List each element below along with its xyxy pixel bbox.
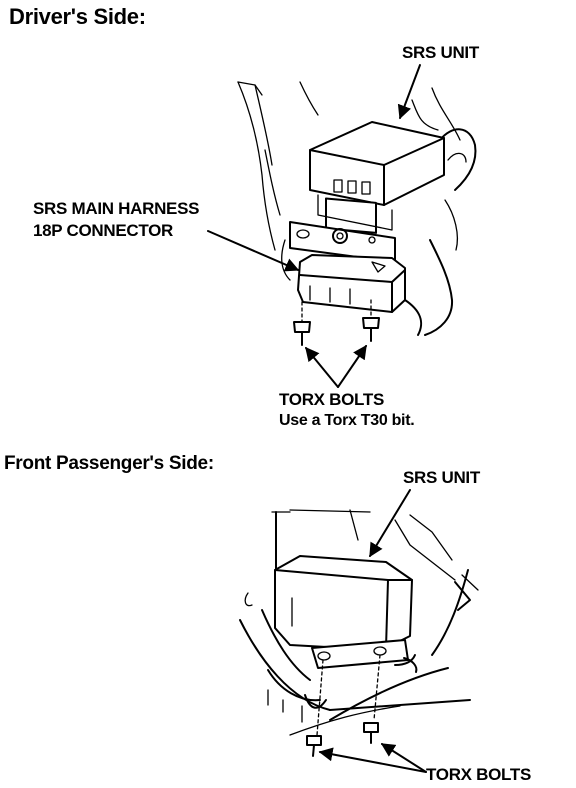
drivers-torx-arrow-right <box>337 344 367 388</box>
passenger-srs-unit-label: SRS UNIT <box>403 468 480 487</box>
drivers-torx-bolt-right <box>362 299 380 342</box>
passenger-srs-unit <box>274 555 413 651</box>
passenger-srs-unit-arrow <box>369 489 411 558</box>
passenger-mounting-bracket <box>311 639 418 673</box>
drivers-side-heading: Driver's Side: <box>9 4 146 29</box>
harness-label-line2: 18P CONNECTOR <box>33 221 174 240</box>
harness-connector-arrow <box>207 230 300 272</box>
passenger-torx-bolt-right <box>363 654 381 744</box>
passenger-torx-bolt-left <box>306 659 324 757</box>
passenger-vehicle-structure <box>239 509 479 736</box>
harness-label-line1: SRS MAIN HARNESS <box>33 199 200 218</box>
passenger-side-heading: Front Passenger's Side: <box>4 453 214 474</box>
drivers-torx-bolt-left <box>293 301 311 346</box>
srs-main-harness-connector <box>297 254 406 313</box>
drivers-srs-unit-label: SRS UNIT <box>402 43 479 62</box>
passenger-torx-arrow-left <box>318 747 427 773</box>
drivers-srs-unit-arrow <box>397 64 421 120</box>
drivers-vehicle-structure <box>237 81 477 336</box>
drivers-torx-arrow-left <box>305 346 339 388</box>
passenger-side-illustration <box>239 489 479 773</box>
passenger-torx-arrow-right <box>380 743 427 773</box>
torx-bit-note: Use a Torx T30 bit. <box>279 412 415 429</box>
drivers-side-illustration <box>207 64 477 388</box>
passenger-torx-bolts-label: TORX BOLTS <box>426 765 531 784</box>
drivers-torx-bolts-label: TORX BOLTS <box>279 390 384 409</box>
drivers-srs-unit <box>309 121 445 234</box>
